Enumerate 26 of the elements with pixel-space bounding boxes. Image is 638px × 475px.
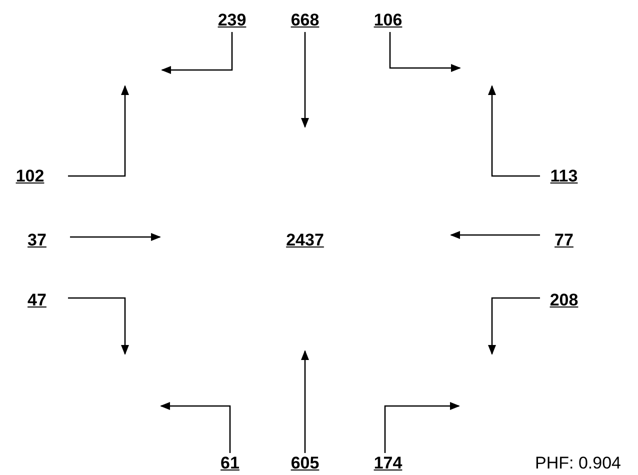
count-number: 47: [28, 292, 46, 308]
arrow: [488, 85, 540, 177]
count-number: 37: [28, 232, 46, 248]
count-number: 61: [220, 454, 240, 472]
count-number: 239: [218, 12, 246, 28]
count-number: 102: [16, 168, 44, 184]
arrow: [389, 32, 461, 72]
count-number: 605: [290, 454, 320, 472]
count-number: 77: [554, 232, 574, 248]
arrow: [68, 85, 129, 177]
count-number: 106: [374, 12, 402, 28]
count-number: 208: [550, 292, 578, 308]
arrow: [450, 231, 540, 239]
phf-note: PHF: 0.904: [535, 454, 621, 472]
arrow: [384, 402, 460, 453]
arrow: [301, 350, 309, 453]
arrow: [160, 402, 231, 453]
count-number: 668: [290, 12, 320, 28]
count-number: 113: [550, 168, 578, 184]
count-number: 174: [374, 454, 402, 472]
arrow: [70, 233, 161, 241]
arrow: [161, 32, 233, 74]
total-count: 2437: [286, 232, 324, 248]
arrow: [301, 32, 309, 128]
arrow: [68, 297, 129, 355]
arrow: [488, 297, 540, 355]
